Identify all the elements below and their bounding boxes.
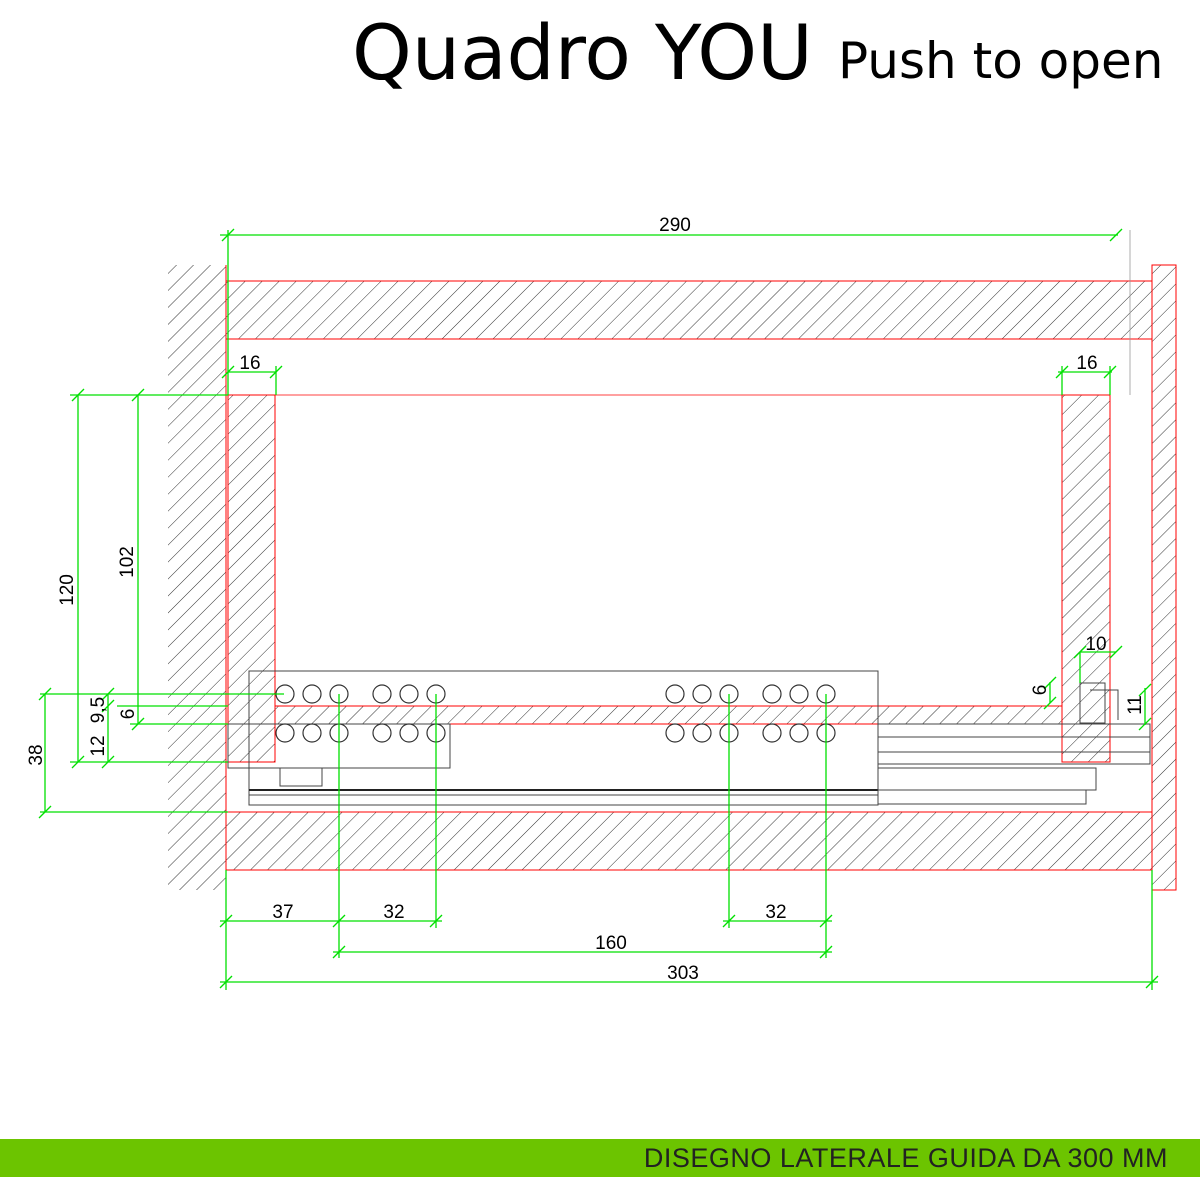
dimension-tick [819, 914, 833, 928]
mounting-hole [665, 723, 685, 743]
top-panel [225, 280, 1153, 340]
dim-37: 37 [272, 902, 293, 923]
dimension-tick [101, 755, 115, 769]
page-title: Quadro YOU [352, 8, 813, 97]
dimension-tick [1073, 645, 1087, 659]
right-cabinet-wall [1151, 264, 1177, 891]
dimension-tick [332, 945, 346, 959]
dim-160: 160 [595, 933, 627, 954]
dimension-tick [71, 388, 85, 402]
dim-32-right: 32 [765, 902, 786, 923]
dimension-tick [722, 914, 736, 928]
dimension-tick [101, 687, 115, 701]
mounting-hole [372, 723, 392, 743]
mounting-hole [665, 684, 685, 704]
dimension-tick [38, 805, 52, 819]
dimension-tick [71, 755, 85, 769]
left-cabinet-wall [168, 265, 226, 890]
dim-16-right: 16 [1076, 353, 1097, 374]
mounting-hole [302, 684, 322, 704]
dimension-tick [131, 388, 145, 402]
mounting-hole [692, 684, 712, 704]
dimension-tick [1109, 228, 1123, 242]
runner [227, 670, 1151, 806]
dimension-tick [219, 914, 233, 928]
bottom-panel [225, 811, 1153, 871]
mounting-hole [762, 723, 782, 743]
dim-16-left: 16 [239, 353, 260, 374]
dim-6: 6 [118, 709, 139, 720]
dimension-tick [332, 914, 346, 928]
dimension-tick [429, 914, 443, 928]
dimension-tick [1138, 717, 1152, 731]
page-subtitle: Push to open [838, 32, 1164, 90]
mounting-hole [399, 723, 419, 743]
mounting-hole [302, 723, 322, 743]
dim-6-clip: 6 [1030, 685, 1051, 696]
dimension-lines [38, 228, 1159, 990]
footer-caption: DISEGNO LATERALE GUIDA DA 300 MM [643, 1143, 1168, 1173]
dimension-tick [1043, 696, 1057, 710]
dimension-tick [131, 717, 145, 731]
drawer-front-side [227, 394, 276, 763]
mounting-hole [692, 723, 712, 743]
drawer-bottom [274, 705, 1063, 725]
dimension-tick [1145, 975, 1159, 989]
dimension-tick [1109, 645, 1123, 659]
dimension-tick [1043, 676, 1057, 690]
mounting-hole [399, 684, 419, 704]
mounting-hole [275, 723, 295, 743]
mounting-hole [789, 723, 809, 743]
footer-bar: DISEGNO LATERALE GUIDA DA 300 MM [0, 1139, 1200, 1177]
dimension-tick [221, 228, 235, 242]
dim-32-left: 32 [383, 902, 404, 923]
dim-102: 102 [117, 546, 138, 578]
dimension-tick [221, 365, 235, 379]
dim-11: 11 [1125, 695, 1146, 715]
drawer-back-side [1061, 394, 1111, 763]
dim-12: 12 [88, 735, 109, 756]
dim-303: 303 [667, 963, 699, 984]
mounting-hole [789, 684, 809, 704]
dim-290: 290 [659, 215, 691, 236]
mounting-hole [762, 684, 782, 704]
dimension-tick [819, 945, 833, 959]
dimension-tick [219, 975, 233, 989]
dim-120: 120 [57, 574, 78, 606]
dim-38: 38 [26, 744, 47, 765]
dim-9-5: 9,5 [88, 697, 109, 723]
dim-10: 10 [1085, 634, 1106, 655]
dimension-tick [1055, 365, 1069, 379]
dimension-tick [1103, 365, 1117, 379]
mounting-hole [372, 684, 392, 704]
dimension-tick [269, 365, 283, 379]
dimension-tick [1138, 683, 1152, 697]
dimension-tick [38, 687, 52, 701]
dimension-tick [101, 699, 115, 713]
